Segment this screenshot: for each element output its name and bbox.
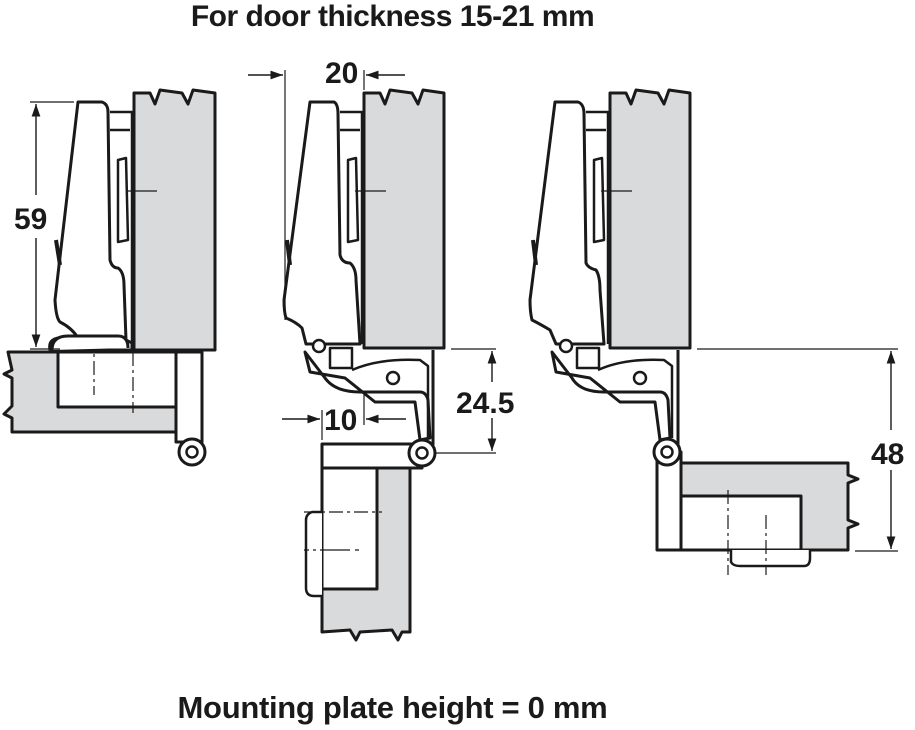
diagram-title: For door thickness 15-21 mm: [190, 0, 595, 33]
diagram-caption: Mounting plate height = 0 mm: [177, 690, 608, 725]
dimension-20: 20: [325, 57, 358, 90]
door-panel: [132, 88, 217, 352]
door-panel: [362, 88, 446, 350]
hinge-arm: [282, 100, 362, 346]
hinge-arm: [48, 100, 134, 352]
open-position-diagram: [528, 88, 898, 575]
dimension-59: 59: [14, 203, 47, 236]
dimension-10: 10: [324, 404, 357, 437]
door-panel: [608, 88, 692, 350]
dimension-48: 48: [871, 438, 904, 471]
dimension-24-5: 24.5: [456, 387, 514, 420]
intermediate-position-diagram: [248, 70, 497, 642]
closed-position-diagram: [2, 88, 217, 467]
hinge-arm: [528, 100, 606, 346]
